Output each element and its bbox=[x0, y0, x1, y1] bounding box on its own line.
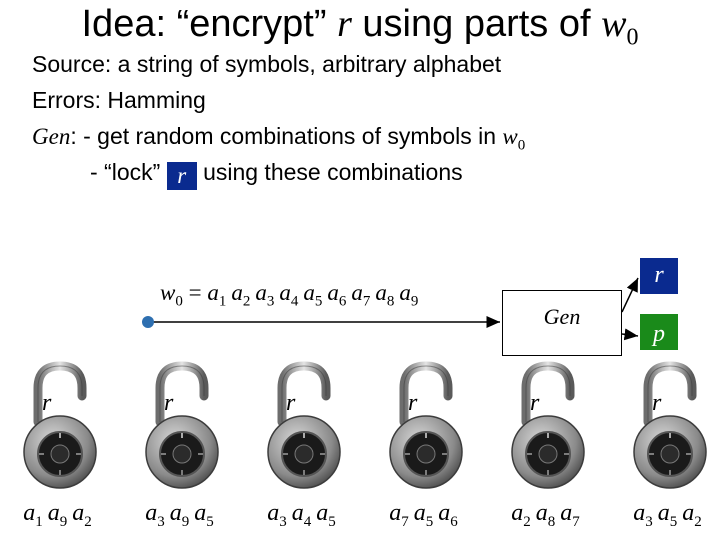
word-symbol: a6 bbox=[327, 280, 346, 305]
lock-r-label: r bbox=[42, 390, 51, 417]
lock-r-label: r bbox=[286, 390, 295, 417]
lock-r-label: r bbox=[408, 390, 417, 417]
padlock-icon bbox=[20, 360, 100, 490]
lock-r-label: r bbox=[164, 390, 173, 417]
word-symbol: a8 bbox=[375, 280, 394, 305]
word-symbol: a7 bbox=[351, 280, 370, 305]
padlock-icon bbox=[264, 360, 344, 490]
word-symbol: a3 bbox=[255, 280, 274, 305]
word-symbol: a5 bbox=[303, 280, 322, 305]
lock-r-label: r bbox=[652, 390, 661, 417]
word-symbol: a9 bbox=[399, 280, 418, 305]
word-symbol: a1 bbox=[207, 280, 226, 305]
word-symbol: a4 bbox=[279, 280, 298, 305]
padlock-icon bbox=[142, 360, 222, 490]
p-arrow bbox=[622, 334, 638, 336]
r-arrow bbox=[622, 278, 638, 312]
padlock-icon bbox=[508, 360, 588, 490]
word-symbol: a2 bbox=[231, 280, 250, 305]
lock-r-label: r bbox=[530, 390, 539, 417]
gen-box-label: Gen bbox=[503, 304, 621, 330]
padlock-icon bbox=[386, 360, 466, 490]
start-dot bbox=[142, 316, 154, 328]
output-r-box: r bbox=[640, 258, 678, 294]
padlock-icon bbox=[630, 360, 710, 490]
output-p-box: p bbox=[640, 314, 678, 350]
gen-box: Gen bbox=[502, 290, 622, 356]
